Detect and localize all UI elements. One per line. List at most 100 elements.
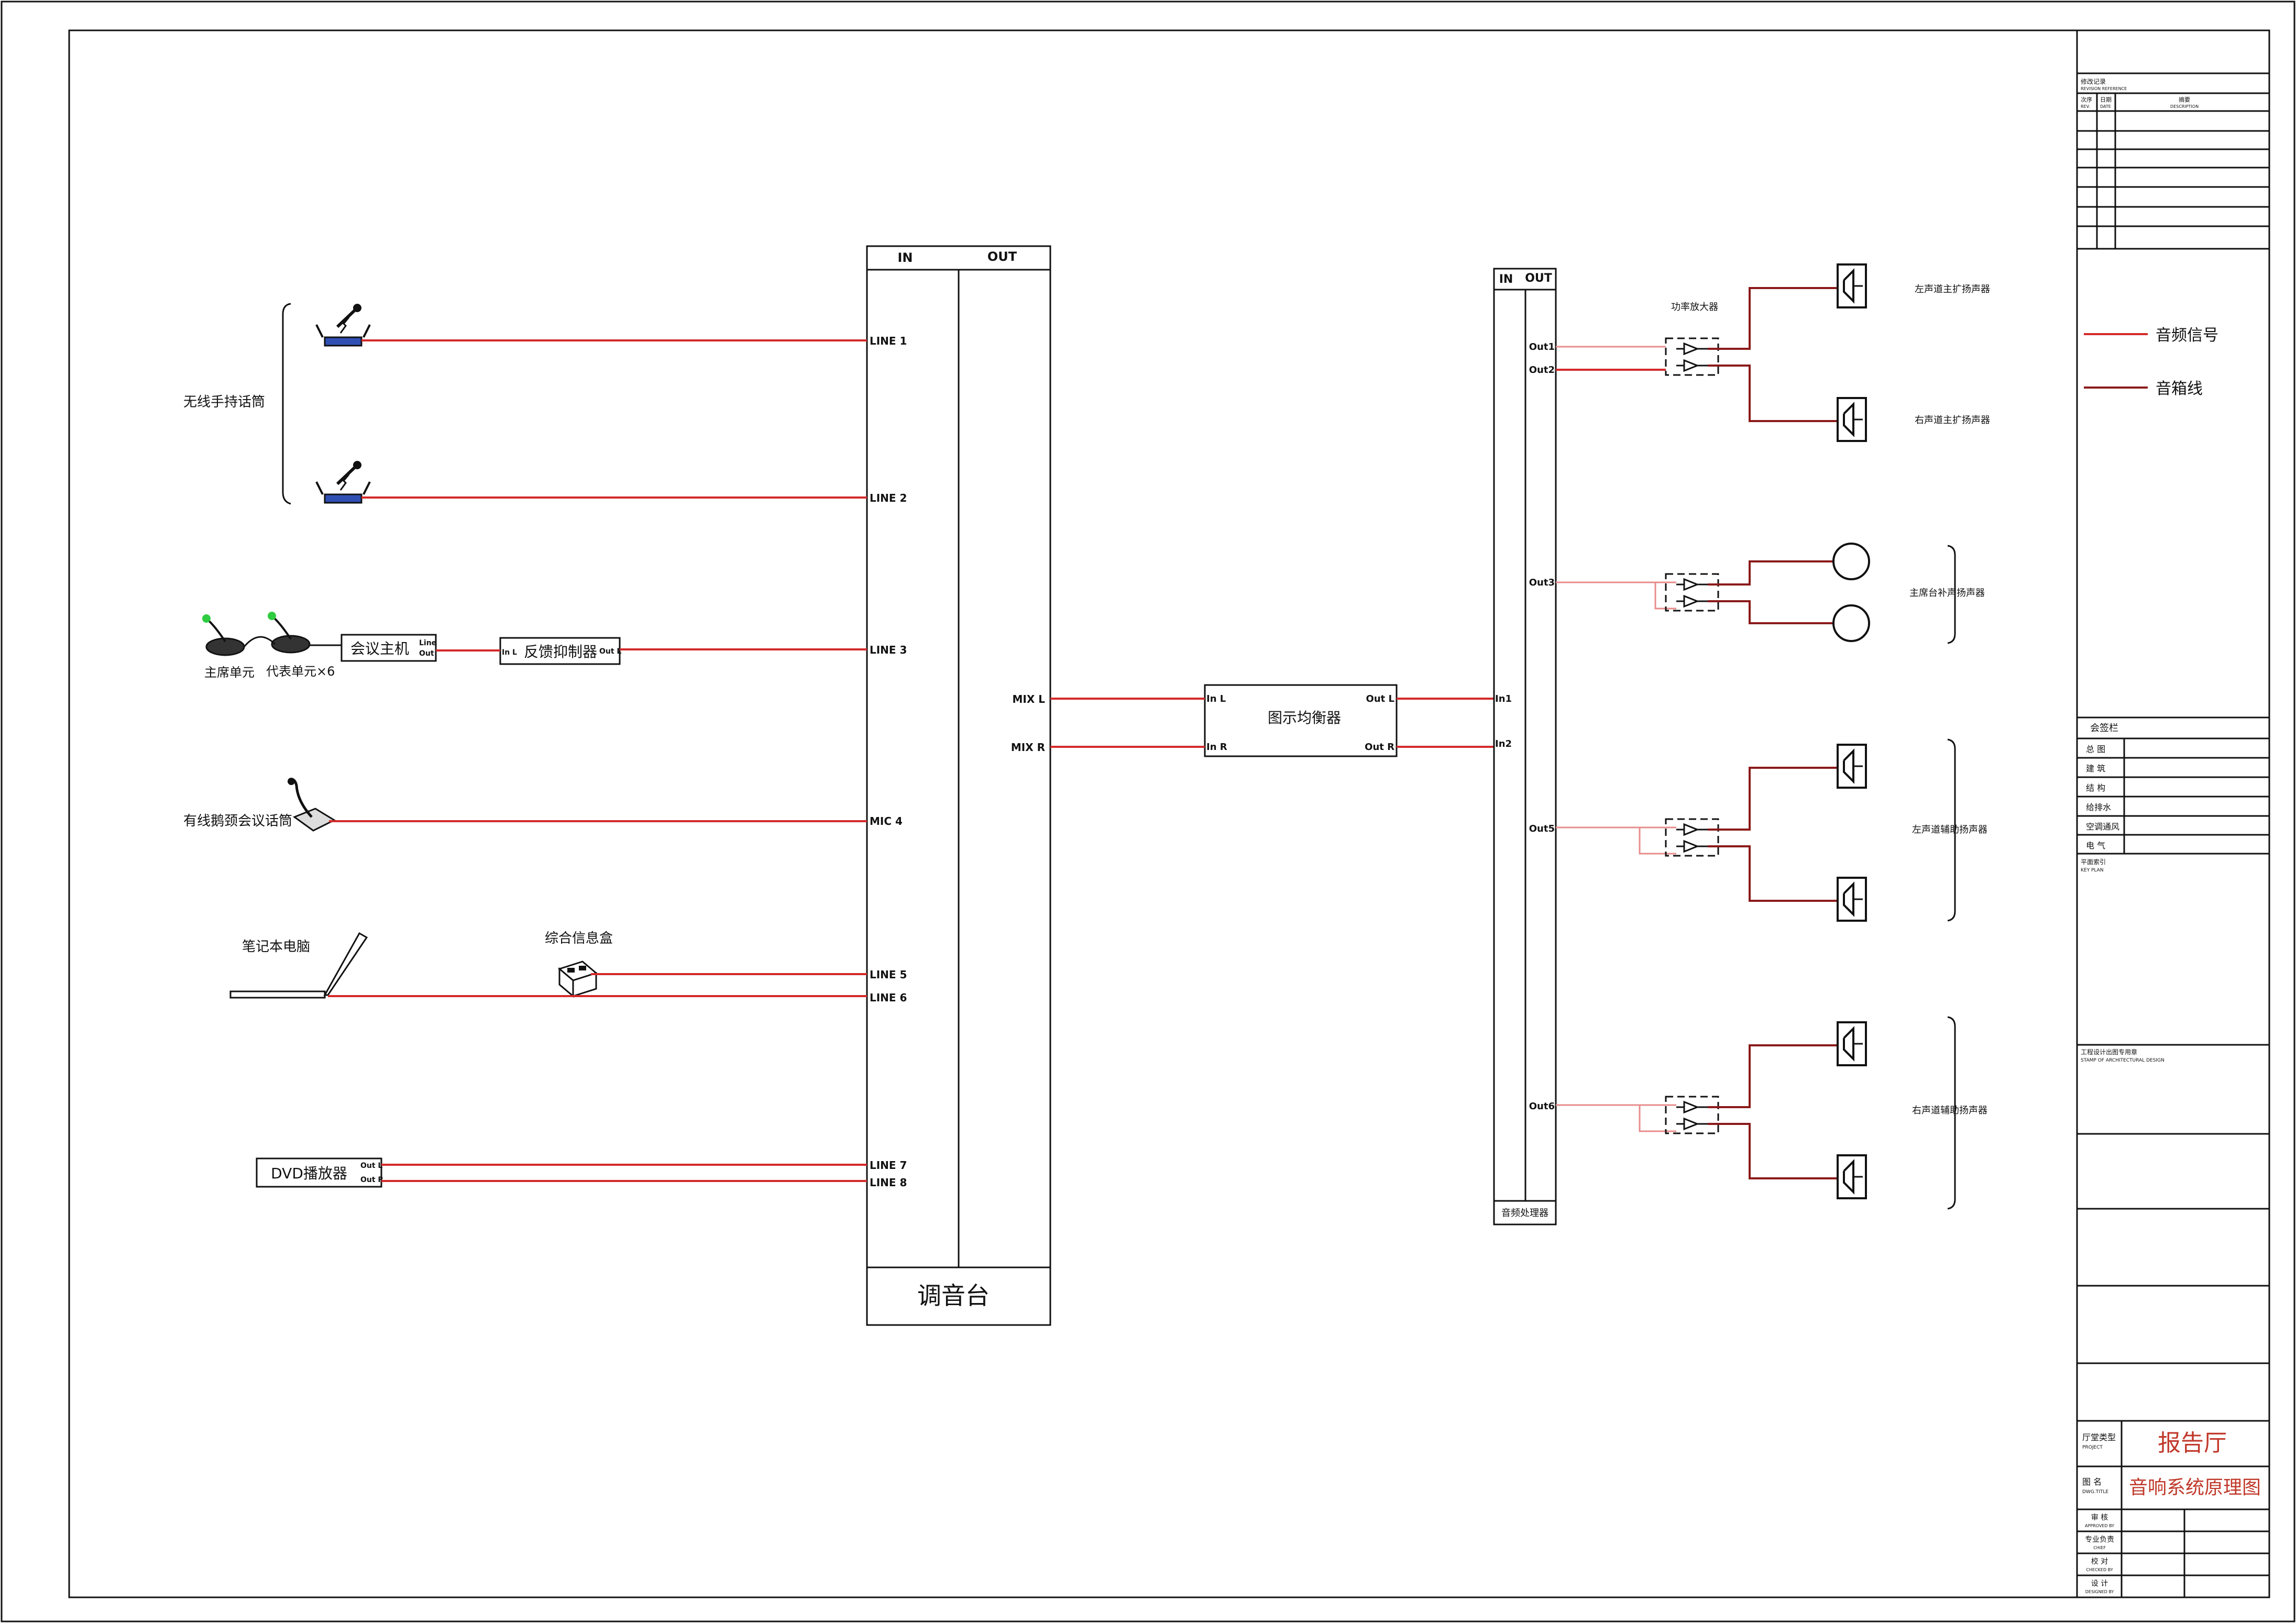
stage-speaker-label: 主席台补声扬声器 <box>1909 588 1985 599</box>
signoff-item: 建 筑 <box>2086 764 2105 774</box>
delegate-unit-icon <box>267 611 311 654</box>
conference-host-label: 会议主机 <box>350 640 409 657</box>
feedback-suppressor-label: 反馈抑制器 <box>524 643 597 660</box>
wireless-mic-brace <box>282 303 291 505</box>
role-approved-en: APPROVED BY <box>2085 1523 2114 1528</box>
wireless-mic-label: 无线手持话筒 <box>183 394 265 410</box>
role-checked: 校 对 <box>2091 1557 2108 1566</box>
feedback-out-port: Out L <box>599 647 621 656</box>
left-aux-speaker-1-icon <box>1837 744 1867 789</box>
mixer-input-line5: LINE 5 <box>870 968 907 981</box>
processor-out1: Out1 <box>1529 341 1555 352</box>
legend: 音频信号 音箱线 <box>2084 326 2218 398</box>
stamp-label-en: STAMP OF ARCHITECTURAL DESIGN <box>2081 1058 2165 1063</box>
wire-out3-split <box>1556 581 1676 610</box>
mixer-input-line6: LINE 6 <box>870 991 907 1004</box>
gooseneck-mic: 有线鹅颈会议话筒 <box>183 778 336 832</box>
equalizer-out-r: Out R <box>1365 742 1394 753</box>
processor-in2: In2 <box>1495 738 1512 749</box>
revision-col-date: 日期 <box>2100 96 2112 103</box>
drawing-label-en: DWG.TITLE <box>2082 1489 2108 1495</box>
stage-speaker-2-icon <box>1832 604 1870 642</box>
role-chief: 专业负责 <box>2085 1536 2114 1544</box>
processor-out-label: OUT <box>1525 272 1552 285</box>
drawing-label: 图 名 <box>2082 1477 2102 1487</box>
project-name: 报告厅 <box>2158 1430 2227 1456</box>
left-aux-speaker-label: 左声道辅助扬声器 <box>1912 824 1987 835</box>
right-main-speaker-label: 右声道主扩扬声器 <box>1915 415 1990 426</box>
signoff-item: 结 构 <box>2086 783 2105 793</box>
chairman-unit-icon <box>201 613 245 656</box>
wire-out5-split <box>1556 826 1676 855</box>
signoff-item: 空调通风 <box>2086 822 2119 832</box>
legend-speaker-label: 音箱线 <box>2156 380 2203 398</box>
signoff-item: 总 图 <box>2086 744 2105 754</box>
processor-out3: Out3 <box>1529 577 1555 588</box>
mixer-input-line8: LINE 8 <box>870 1176 907 1189</box>
role-designed-en: DESIGNED BY <box>2085 1589 2114 1594</box>
right-main-speaker-icon <box>1837 397 1867 442</box>
speaker-wire-stage-2 <box>1708 600 1833 624</box>
mixer: IN OUT 调音台 LINE 1 LINE 2 LINE 3 MIC 4 LI… <box>866 245 1051 1326</box>
conference-host-out-port: Out <box>419 649 434 658</box>
revision-title: 修改记录 <box>2081 78 2106 85</box>
dvd-player: DVD播放器 Out L Out R <box>256 1157 383 1188</box>
stamp-label: 工程设计出图专用章 <box>2081 1048 2137 1056</box>
revision-table: 修改记录 REVISION REFERENCE 次序 REV. 日期 DATE … <box>2076 72 2270 250</box>
signoff-item: 给排水 <box>2086 802 2111 812</box>
power-amplifier-2 <box>1665 573 1719 612</box>
role-checked-en: CHECKED BY <box>2086 1567 2113 1572</box>
right-aux-speaker-label: 右声道辅助扬声器 <box>1912 1105 1987 1116</box>
keyplan-label: 平面索引 <box>2081 858 2106 866</box>
mixer-input-line1: LINE 1 <box>870 335 907 347</box>
gooseneck-label: 有线鹅颈会议话筒 <box>183 813 292 829</box>
signoff-item: 电 气 <box>2086 841 2105 851</box>
drawing-name: 音响系统原理图 <box>2129 1477 2261 1498</box>
speaker-wire-left-main <box>1708 287 1838 350</box>
processor-out6: Out6 <box>1529 1101 1555 1112</box>
power-amplifier-3 <box>1665 818 1719 857</box>
audio-processor: IN OUT 音频处理器 In1 In2 Out1 Out2 Out3 Out5… <box>1493 268 1557 1225</box>
wireless-mic-group: 无线手持话筒 <box>183 303 370 505</box>
drawing-title-row: 图 名 DWG.TITLE 音响系统原理图 <box>2077 1477 2269 1510</box>
legend-audio-label: 音频信号 <box>2156 326 2218 345</box>
speaker-wire-stage-1 <box>1708 560 1833 586</box>
speaker-wire-right-main <box>1708 365 1838 422</box>
processor-in1: In1 <box>1495 693 1512 704</box>
signoff-title: 会签栏 <box>2090 723 2118 734</box>
power-amplifier-1 <box>1665 337 1719 376</box>
processor-out2: Out2 <box>1529 365 1555 376</box>
wire-out6-split <box>1556 1104 1676 1132</box>
amp-label: 功率放大器 <box>1671 302 1718 313</box>
laptop-label: 笔记本电脑 <box>242 939 310 955</box>
conference-system: 主席单元 代表单元×6 会议主机 Line Out 反馈抑制器 In L Out… <box>201 611 621 680</box>
stamp-box: 工程设计出图专用章 STAMP OF ARCHITECTURAL DESIGN <box>2076 1044 2270 1422</box>
stage-speaker-brace <box>1947 545 1956 644</box>
dvd-out-l-port: Out L <box>360 1162 382 1170</box>
project-label: 厅堂类型 <box>2082 1432 2116 1442</box>
right-aux-speaker-1-icon <box>1837 1021 1867 1066</box>
left-main-speaker-icon <box>1837 263 1867 308</box>
speaker-wire-left-aux-1 <box>1708 767 1838 831</box>
keyplan-label-en: KEY PLAN <box>2081 868 2103 873</box>
delegate-unit-label: 代表单元×6 <box>266 664 335 679</box>
mixer-input-mic4: MIC 4 <box>870 815 903 827</box>
stage-speaker-1-icon <box>1832 543 1870 580</box>
mixer-in-label: IN <box>897 250 913 265</box>
project-row: 厅堂类型 PROJECT 报告厅 <box>2077 1421 2269 1509</box>
mixer-out-label: OUT <box>987 249 1017 264</box>
dvd-out-r-port: Out R <box>360 1176 383 1184</box>
feedback-in-port: In L <box>502 648 517 657</box>
left-aux-brace <box>1947 738 1956 922</box>
role-designed: 设 计 <box>2091 1580 2108 1588</box>
mixer-input-line7: LINE 7 <box>870 1159 907 1172</box>
equalizer-in-r: In R <box>1206 742 1227 753</box>
role-table: 审 核 APPROVED BY 专业负责 CHIEF 校 对 CHECKED B… <box>2077 1509 2269 1597</box>
equalizer-out-l: Out L <box>1366 693 1394 704</box>
chairman-unit-label: 主席单元 <box>204 665 255 680</box>
mixer-name: 调音台 <box>917 1282 990 1310</box>
left-main-speaker-label: 左声道主扩扬声器 <box>1915 284 1990 295</box>
revision-col-desc: 摘要 <box>2179 96 2190 103</box>
conference-host-line-port: Line <box>419 639 436 647</box>
